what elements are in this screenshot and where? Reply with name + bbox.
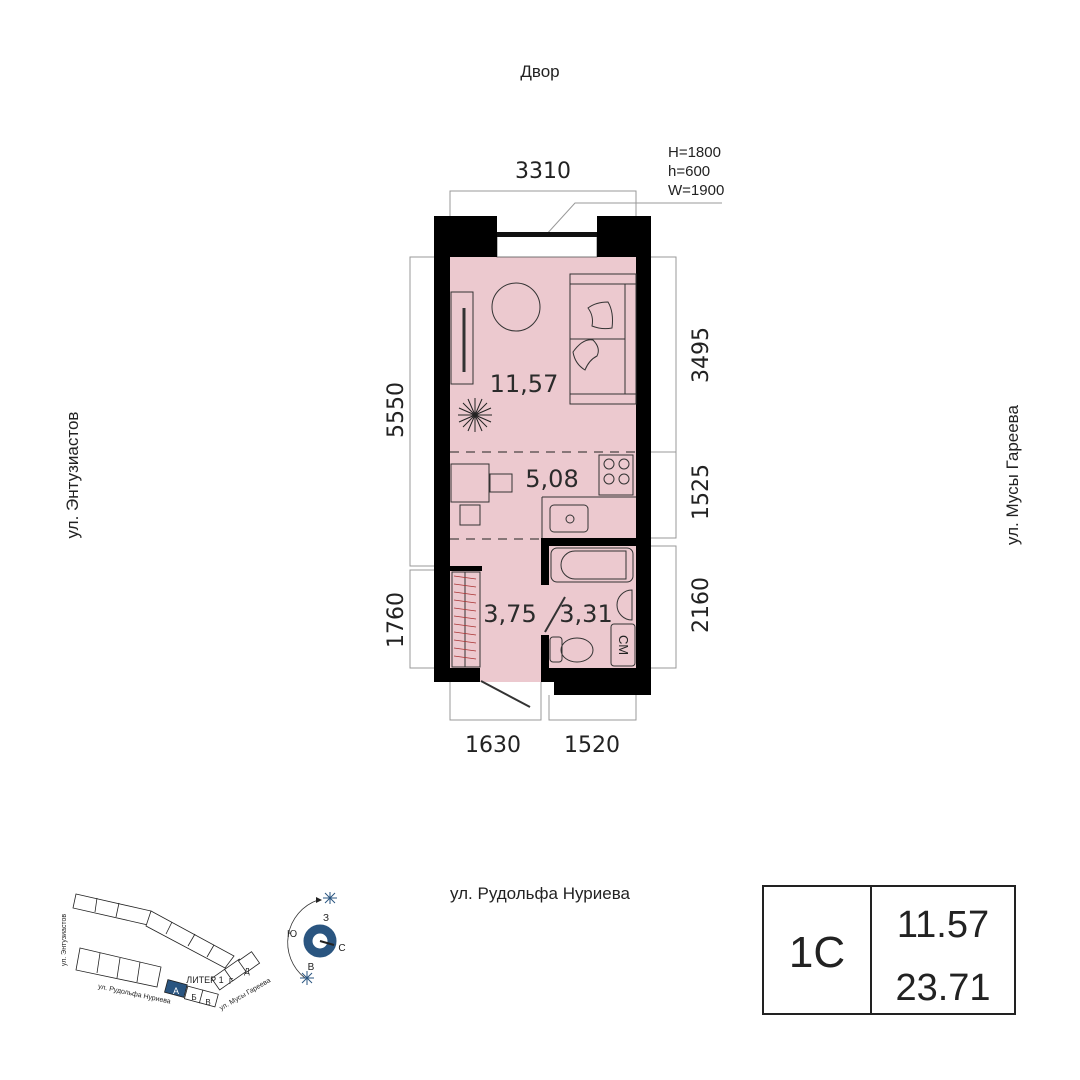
floor-area: [450, 257, 636, 682]
washer-label: СМ: [616, 635, 631, 655]
compass-west: З: [323, 913, 329, 924]
kitchen-sink: [549, 504, 589, 533]
entrance-door: [480, 680, 531, 708]
plant: [458, 398, 492, 432]
hangers: [453, 575, 477, 660]
dim-right-1: 3495: [689, 327, 714, 383]
site-street-1: ул. Энтузиастов: [61, 914, 68, 967]
round-table: [491, 282, 541, 332]
site-plan: [72, 893, 261, 1008]
sun-icon: [300, 971, 314, 985]
section-label: Д: [244, 967, 250, 976]
courtyard-label: Двор: [520, 62, 559, 81]
liter-label: ЛИТЕР 1: [186, 975, 223, 985]
tv-stand: [450, 291, 474, 385]
walls: [434, 216, 651, 695]
street-left-label: ул. Энтузиастов: [63, 412, 82, 539]
window: [497, 232, 597, 237]
section-label: В: [205, 998, 210, 1007]
street-right-label: ул. Мусы Гареева: [1003, 404, 1022, 545]
dining-table: [450, 463, 490, 503]
window-height: H=1800: [668, 144, 721, 161]
wardrobe: [451, 571, 481, 668]
compass-north: С: [338, 943, 345, 954]
apartment-type: 1С: [789, 928, 845, 977]
dim-top: 3310: [515, 159, 571, 184]
pillow: [587, 301, 613, 330]
bathroom-door: [544, 596, 566, 633]
room-area-kitchen: 5,08: [525, 465, 578, 493]
dim-left-upper: 5550: [384, 382, 409, 438]
room-area-hall: 3,75: [483, 600, 536, 628]
furniture: СМ: [450, 273, 637, 708]
room-area-living: 11,57: [490, 370, 559, 398]
dim-bottom-right: 1520: [564, 733, 620, 758]
window-sill-height: h=600: [668, 163, 710, 180]
compass-south: Ю: [287, 929, 297, 940]
chair: [459, 504, 481, 526]
living-area: 11.57: [897, 904, 989, 946]
bathroom-sink: [616, 589, 633, 621]
toilet-bowl: [560, 637, 594, 663]
dim-left-lower: 1760: [384, 592, 409, 648]
site-street-2: ул. Рудольфа Нуриева: [97, 983, 171, 1005]
street-bottom-label: ул. Рудольфа Нуриева: [450, 884, 631, 903]
toilet-tank: [549, 636, 563, 663]
section-label: А: [173, 986, 179, 996]
pillow: [572, 339, 599, 371]
window-width: W=1900: [668, 182, 724, 199]
bathtub: [550, 547, 634, 583]
dimension-lines: [409, 190, 722, 721]
compass-needle: [319, 940, 335, 946]
room-area-bathroom: 3,31: [559, 600, 612, 628]
washing-machine: [610, 623, 636, 667]
compass: [287, 892, 337, 985]
info-box: [762, 885, 1016, 1015]
section-label: Г: [229, 977, 234, 986]
compass-east: В: [308, 962, 315, 973]
section-a-highlight: [164, 979, 188, 998]
window-recess: [496, 235, 598, 258]
total-area: 23.71: [895, 967, 990, 1009]
burners: [603, 458, 630, 485]
stove: [598, 454, 634, 496]
dim-right-2: 1525: [689, 464, 714, 520]
chair: [489, 473, 513, 493]
sun-icon: [323, 892, 337, 904]
dim-bottom-left: 1630: [465, 733, 521, 758]
section-label: Б: [191, 993, 196, 1002]
dim-right-3: 2160: [689, 577, 714, 633]
